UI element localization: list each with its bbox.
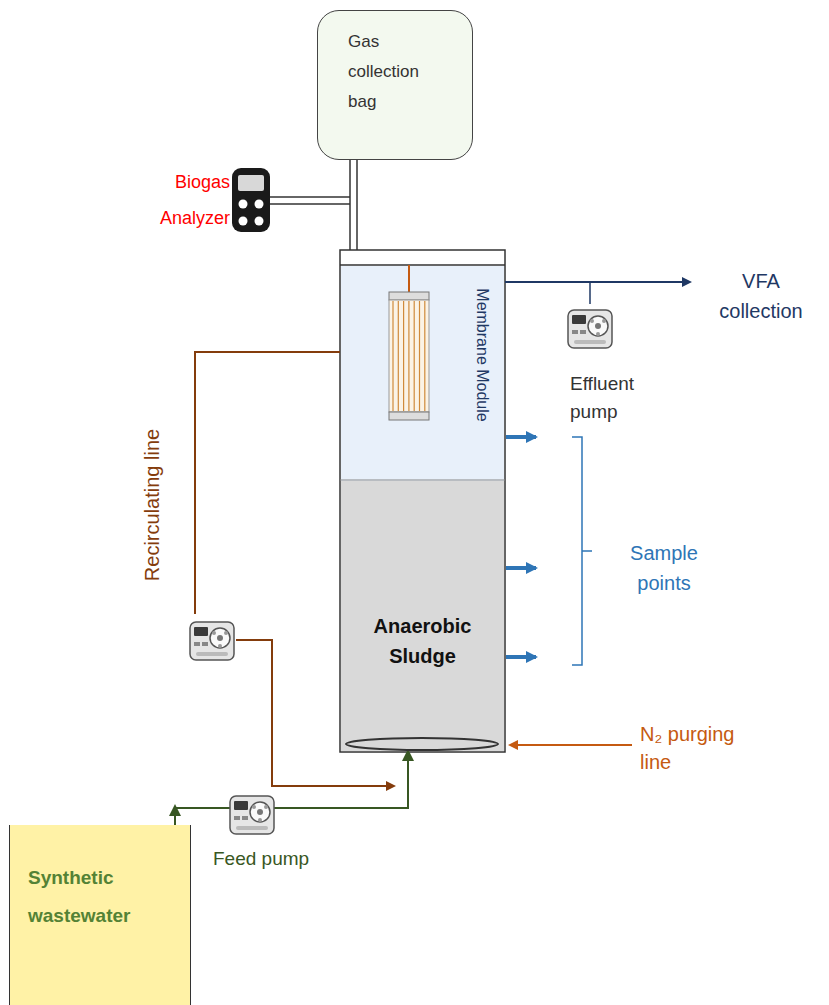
sample-label: Sample points (612, 538, 716, 598)
drawing-part (270, 196, 350, 198)
membrane-fibre (398, 301, 399, 411)
membrane-fibre (408, 301, 409, 411)
drawing-part (195, 352, 340, 614)
sample-arrows (506, 437, 536, 657)
tank-wall (10, 825, 190, 1005)
membrane-fibre (424, 301, 425, 411)
vfa-label: VFA collection (700, 266, 822, 326)
drawing-part (408, 265, 410, 292)
membrane-module (389, 265, 429, 420)
membrane-fibre (403, 301, 404, 411)
effluent-line (505, 281, 690, 283)
gas-pipe (270, 160, 357, 250)
drawing-part (270, 203, 350, 205)
drawing-part (341, 266, 504, 481)
sample-bracket (572, 437, 592, 665)
feed-line (175, 751, 408, 825)
feed-up-arrowhead (169, 804, 181, 816)
sludge-zone: Anaerobic Sludge (341, 481, 504, 751)
effluent-pump-link (589, 282, 591, 304)
reactor-vessel (340, 250, 505, 752)
effluent-pump (568, 310, 612, 348)
drawing-part (340, 250, 505, 752)
node-text: Anaerobic Sludge (341, 611, 504, 671)
analyzer-label: Biogas Analyzer (138, 164, 230, 236)
membrane-fibre (419, 301, 420, 411)
drawing-part (255, 200, 264, 209)
gas-bag: Gas collection bag (317, 10, 473, 160)
pump-label: Feed pump (213, 846, 323, 872)
drawing-part (238, 175, 264, 191)
drawing-part (506, 566, 536, 570)
drawing-part (239, 217, 248, 226)
node-text: Membrane Module (470, 275, 494, 435)
drawing-part (255, 217, 264, 226)
membrane-module: Membrane Module (388, 290, 430, 435)
drawing-part (349, 160, 351, 250)
purge-arrow (510, 744, 632, 746)
feed-tank: Synthetic wastewater (10, 825, 190, 1005)
drawing-part (389, 412, 429, 420)
drawing-part (239, 200, 248, 209)
membrane-fibre (392, 301, 393, 411)
membrane-fibre (414, 301, 415, 411)
drawing-part (232, 168, 270, 232)
feed-pump (230, 796, 274, 834)
node-text: Gas collection bag (348, 27, 442, 117)
pump-label: Effluent pump (570, 370, 670, 426)
drawing-part (506, 435, 536, 439)
node-text: Synthetic wastewater (28, 859, 174, 935)
drawing-part (389, 300, 429, 412)
purge-label: N₂ purging line (640, 720, 760, 776)
recirculation-label: Recirculating line (138, 395, 166, 615)
drawing-part (340, 264, 505, 266)
biogas-analyzer-icon (232, 168, 270, 232)
drawing-part (393, 301, 425, 411)
recirculation-pump (190, 622, 234, 660)
drawing-part (506, 655, 536, 659)
drawing-part (389, 292, 429, 300)
drawing-part (356, 160, 358, 250)
